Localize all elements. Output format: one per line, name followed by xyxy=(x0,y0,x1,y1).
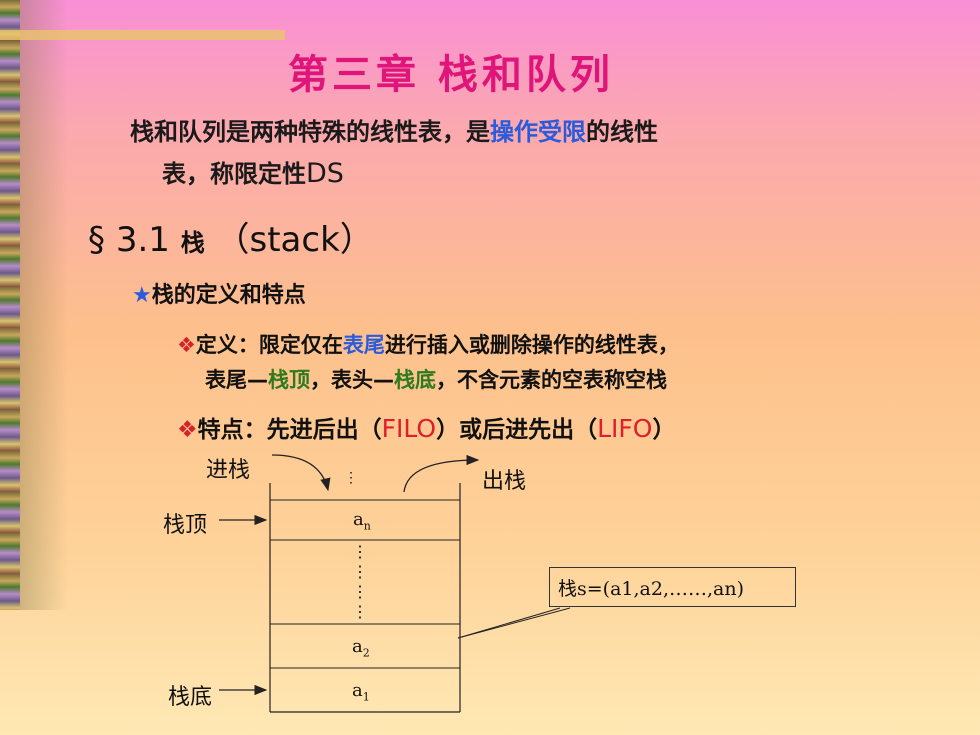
feat-end: ） xyxy=(652,417,676,443)
section-number: 3.1 xyxy=(115,220,170,260)
bullet-definition-heading: ★栈的定义和特点 xyxy=(132,277,306,309)
vdots-1: ⋮ xyxy=(352,542,368,561)
feat-label: 特点：先进后出（ xyxy=(197,417,382,443)
section-heading: § 3.1 栈 （stack） xyxy=(88,212,374,261)
def-label: 定义：限定仅在 xyxy=(195,333,343,357)
cell-a1-sub: 1 xyxy=(362,690,370,704)
def2-c: ，不含元素的空表称空栈 xyxy=(436,368,667,392)
cell-an-sub: n xyxy=(363,519,371,533)
definition-line-2: 表尾—栈顶，表头—栈底，不含元素的空表称空栈 xyxy=(205,364,667,394)
stack-definition-box: 栈s=(a1,a2,……,an) xyxy=(549,567,796,607)
vdots-top: ⋮ xyxy=(344,470,358,486)
intro-line2-ds: DS xyxy=(306,158,344,189)
bottom-label: 栈底 xyxy=(168,685,213,710)
intro-line-1: 栈和队列是两种特殊的线性表，是操作受限的线性 xyxy=(130,112,658,147)
push-arrow xyxy=(271,454,331,492)
intro-suffix: 的线性 xyxy=(586,118,658,146)
decorative-strip-shade xyxy=(20,0,68,610)
cell-an-base: a xyxy=(353,509,364,530)
bullet-text: 栈的定义和特点 xyxy=(151,283,306,308)
callout-line xyxy=(457,607,571,639)
pop-arrow xyxy=(403,454,480,493)
decorative-bar xyxy=(0,30,285,40)
feat-mid: ）或后进先出（ xyxy=(436,417,598,443)
section-zh: 栈 xyxy=(180,229,205,257)
top-label: 栈顶 xyxy=(163,513,208,538)
definition-line-1: ❖定义：限定仅在表尾进行插入或删除操作的线性表， xyxy=(177,329,679,359)
def-highlight: 表尾 xyxy=(342,333,385,357)
feature-line: ❖特点：先进后出（FILO）或后进先出（LIFO） xyxy=(177,410,675,444)
diamond-bullet-icon: ❖ xyxy=(177,333,196,357)
intro-line2-zh: 表，称限定性 xyxy=(162,160,306,188)
section-symbol: § xyxy=(88,220,105,260)
pop-label: 出栈 xyxy=(482,469,527,494)
intro-line-2: 表，称限定性DS xyxy=(162,154,344,189)
vdots-3: ⋮ xyxy=(352,582,368,601)
decorative-strip xyxy=(0,0,20,610)
def2-b: ，表头— xyxy=(310,368,394,392)
section-en: （stack） xyxy=(215,220,374,260)
def-rest: 进行插入或删除操作的线性表， xyxy=(384,333,679,357)
push-label: 进栈 xyxy=(206,458,251,483)
cell-a1-base: a xyxy=(352,680,363,701)
cell-a2-base: a xyxy=(352,636,363,657)
intro-highlight: 操作受限 xyxy=(490,118,586,146)
vdots-4: ⋮ xyxy=(352,602,368,621)
star-icon: ★ xyxy=(132,283,152,308)
feat-filo: FILO xyxy=(381,414,437,443)
feat-lifo: LIFO xyxy=(597,414,653,443)
vdots-middle: ⋮ ⋮ ⋮ ⋮ xyxy=(352,542,368,622)
cell-a2-sub: 2 xyxy=(362,646,370,660)
diamond-bullet-icon: ❖ xyxy=(177,417,198,443)
intro-prefix: 栈和队列是两种特殊的线性表，是 xyxy=(130,118,490,146)
vdots-2: ⋮ xyxy=(352,562,368,581)
def2-bottom: 栈底 xyxy=(394,368,436,392)
def2-a: 表尾— xyxy=(205,368,268,392)
def2-top: 栈顶 xyxy=(268,368,310,392)
cell-a2: a2 xyxy=(352,636,370,660)
cell-an: an xyxy=(353,509,371,533)
slide-title: 第三章 栈和队列 xyxy=(288,52,614,98)
cell-a1: a1 xyxy=(352,680,370,704)
